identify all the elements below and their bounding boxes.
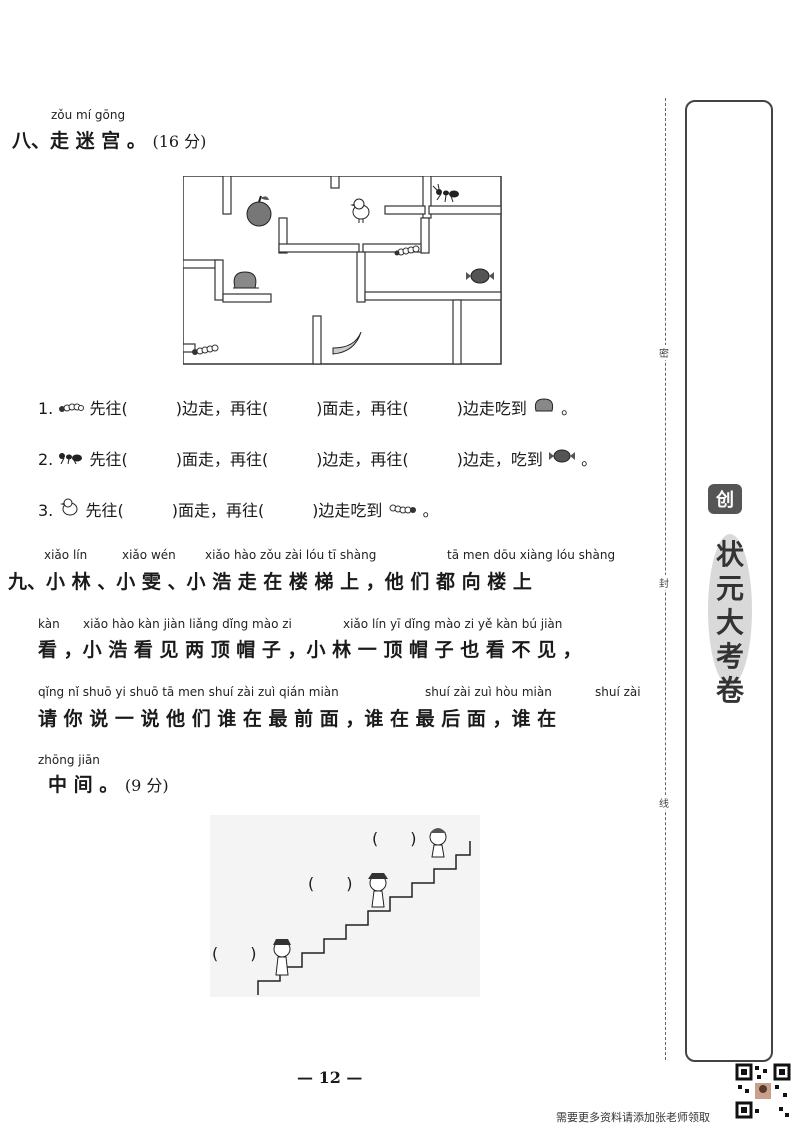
question-number: 1. — [38, 399, 54, 418]
question-end: 。 — [561, 399, 578, 418]
s9-line3-pinyin-c: shuí zài — [595, 685, 641, 699]
banana-icon — [332, 331, 362, 355]
stairs-illustration: ( ) ( ) ( ) — [210, 815, 480, 1001]
candy-icon — [466, 268, 494, 284]
section8-title: 八、走 迷 宫 。 — [12, 130, 146, 152]
question-text: 先往( )边走，再往( )面走，再往( )边走吃到 — [89, 399, 527, 418]
answer-blank-bottom[interactable]: ( ) — [212, 944, 257, 963]
brand-name: 状元大考卷 — [715, 538, 744, 707]
side-char-line: 线 — [659, 795, 669, 810]
question-end: 。 — [581, 450, 598, 469]
answer-blank-top[interactable]: ( ) — [372, 829, 417, 848]
brand-badge: 创 — [706, 482, 746, 520]
s9-line2-text: 看 ，小 浩 看 见 两 顶 帽 子 ，小 林 一 顶 帽 子 也 看 不 见 … — [38, 639, 582, 661]
side-char-seal: 密 — [659, 345, 669, 360]
svg-text:创: 创 — [715, 489, 734, 511]
question-number: 2. — [38, 450, 54, 469]
apple-icon — [246, 195, 272, 227]
peach-icon — [534, 398, 554, 412]
s9-line3-text: 请 你 说 一 说 他 们 谁 在 最 前 面 ，谁 在 最 后 面 ，谁 在 — [38, 708, 557, 730]
child-top-icon — [429, 828, 447, 858]
question-end: 。 — [422, 501, 439, 520]
s9-line1-pinyin-b: xiǎo wén — [122, 548, 176, 562]
chick-icon — [350, 198, 370, 223]
s9-line3-pinyin-b: shuí zài zuì hòu miàn — [425, 685, 552, 699]
s9-line4-text: 中 间 。 — [48, 774, 119, 796]
s9-line4: 中 间 。 (9 分) — [48, 770, 169, 797]
side-char-seal-2: 封 — [659, 575, 669, 590]
question-3: 3. 先往( )面走，再往( )边走吃到 。 — [38, 497, 439, 521]
child-middle-icon — [368, 873, 388, 908]
section8-pinyin: zǒu mí gōng — [51, 108, 126, 122]
question-number: 3. — [38, 501, 54, 520]
candy-icon — [549, 449, 576, 463]
question-2: 2. 先往( )面走，再往( )边走，再往( )边走，吃到 。 — [38, 446, 597, 470]
page-number: — 12 — — [297, 1068, 363, 1087]
question-text: 先往( )面走，再往( )边走，再往( )边走，吃到 — [89, 450, 543, 469]
peach-icon — [233, 271, 259, 289]
s9-score: (9 分) — [124, 776, 169, 795]
caterpillar-icon — [59, 403, 85, 412]
s9-line4-pinyin: zhōng jiān — [38, 753, 100, 767]
ant-icon — [59, 453, 83, 465]
answer-blank-middle[interactable]: ( ) — [308, 874, 353, 893]
caterpillar-right-icon — [394, 245, 420, 256]
caterpillar-left-icon — [192, 344, 219, 355]
s9-line3-pinyin-a: qǐng nǐ shuō yi shuō tā men shuí zài zuì… — [38, 685, 339, 699]
chick-icon — [60, 498, 78, 516]
s9-line1-pinyin-c: xiǎo hào zǒu zài lóu tī shàng — [205, 548, 377, 562]
section8-heading: 八、走 迷 宫 。 (16 分) — [12, 126, 206, 153]
s9-line2-pinyin-c: xiǎo lín yī dǐng mào zi yě kàn bú jiàn — [343, 617, 563, 631]
ant-icon — [432, 183, 459, 203]
maze — [182, 175, 503, 370]
qr-code-icon — [735, 1063, 791, 1123]
brand-logo: 状元大考卷 — [705, 530, 755, 707]
section8-score: (16 分) — [152, 132, 207, 151]
s9-line2-pinyin-a: kàn — [38, 617, 60, 631]
question-text: 先往( )面走，再往( )边走吃到 — [85, 501, 383, 520]
footer-note: 需要更多资料请添加张老师领取 — [556, 1111, 710, 1124]
side-frame — [685, 100, 773, 1062]
s9-line1-pinyin-d: tā men dōu xiàng lóu shàng — [447, 548, 616, 562]
s9-line2-pinyin-b: xiǎo hào kàn jiàn liǎng dǐng mào zi — [83, 617, 292, 631]
caterpillar-icon — [389, 504, 416, 514]
s9-line1-text: 九、小 林 、小 雯 、小 浩 走 在 楼 梯 上 ，他 们 都 向 楼 上 — [8, 571, 532, 593]
question-1: 1. 先往( )边走，再往( )面走，再往( )边走吃到 。 — [38, 395, 577, 419]
child-bottom-icon — [273, 939, 291, 976]
s9-line1-pinyin-a: xiǎo lín — [44, 548, 88, 562]
